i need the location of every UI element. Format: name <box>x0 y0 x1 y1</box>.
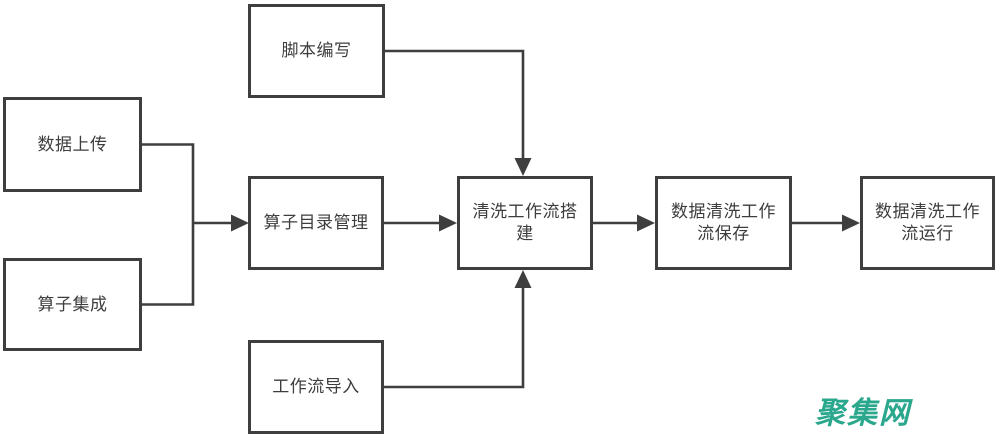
node-operator-integration: 算子集成 <box>3 258 142 351</box>
node-script-writing-label: 脚本编写 <box>281 41 352 60</box>
node-script-writing: 脚本编写 <box>248 4 385 98</box>
node-operator-integration-label: 算子集成 <box>37 294 108 314</box>
node-workflow-import-label: 工作流导入 <box>272 377 360 396</box>
watermark-site-logo: 聚集网 <box>815 397 911 430</box>
node-workflow-save: 数据清洗工作流保存 <box>655 176 792 270</box>
node-workflow-save-label: 数据清洗工作流保存 <box>671 202 776 243</box>
edge-script-to-build <box>385 49 532 176</box>
node-workflow-build-label: 清洗工作流搭建 <box>472 202 578 243</box>
node-workflow-run-label: 数据清洗工作流运行 <box>875 202 980 243</box>
edge-import-to-build <box>384 270 532 389</box>
node-data-upload-label: 数据上传 <box>37 134 108 154</box>
edge-catalog-to-build <box>384 214 457 232</box>
node-workflow-build: 清洗工作流搭建 <box>457 176 593 270</box>
node-operator-catalog: 算子目录管理 <box>248 176 384 270</box>
node-operator-catalog-label: 算子目录管理 <box>263 213 369 232</box>
edge-save-to-run <box>792 214 860 232</box>
node-workflow-run: 数据清洗工作流运行 <box>860 176 995 270</box>
node-workflow-import: 工作流导入 <box>248 340 384 434</box>
edge-upload-integration-to-catalog <box>142 143 249 306</box>
node-data-upload: 数据上传 <box>3 97 142 192</box>
edge-build-to-save <box>593 214 655 232</box>
